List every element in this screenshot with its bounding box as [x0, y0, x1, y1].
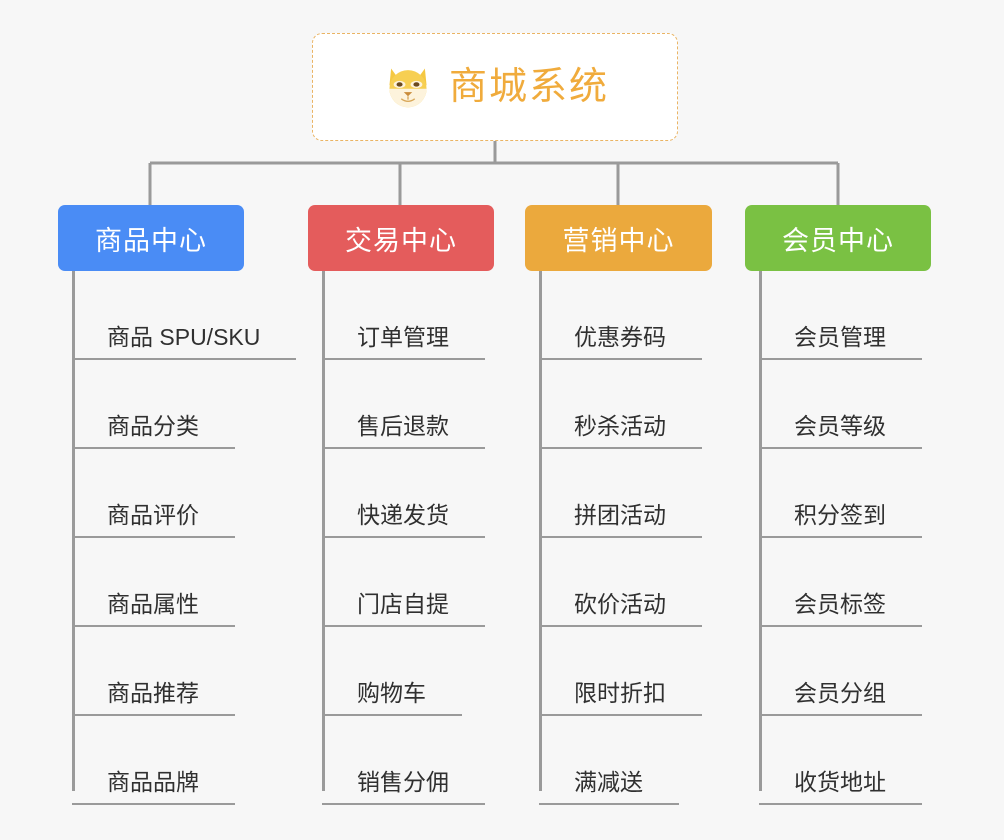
leaf-underline: 门店自提 — [322, 590, 485, 627]
leaf-label: 销售分佣 — [357, 768, 449, 795]
branch-header-2[interactable]: 交易中心 — [308, 205, 494, 271]
leaf-item[interactable]: 商品评价 — [72, 449, 244, 538]
leaf-underline: 商品品牌 — [72, 768, 235, 805]
branch-header-1[interactable]: 商品中心 — [58, 205, 244, 271]
leaf-item[interactable]: 商品品牌 — [72, 716, 244, 805]
leaf-item[interactable]: 门店自提 — [322, 538, 494, 627]
leaf-item[interactable]: 会员标签 — [759, 538, 931, 627]
leaf-label: 订单管理 — [357, 323, 449, 350]
leaf-underline: 商品推荐 — [72, 679, 235, 716]
branch-header-3[interactable]: 营销中心 — [525, 205, 712, 271]
branch-header-4[interactable]: 会员中心 — [745, 205, 931, 271]
leaf-item[interactable]: 订单管理 — [322, 271, 494, 360]
leaf-label: 商品评价 — [107, 501, 199, 528]
leaf-label: 购物车 — [357, 679, 426, 706]
leaf-underline: 限时折扣 — [539, 679, 702, 716]
leaf-underline: 购物车 — [322, 679, 462, 716]
leaf-label: 拼团活动 — [574, 501, 666, 528]
leaf-label: 会员分组 — [794, 679, 886, 706]
leaf-label: 会员标签 — [794, 590, 886, 617]
leaf-label: 收货地址 — [794, 768, 886, 795]
leaf-underline: 商品评价 — [72, 501, 235, 538]
leaf-list-3: 优惠券码 秒杀活动 拼团活动 砍价活动 限时折扣 满减送 — [539, 271, 712, 805]
leaf-label: 商品分类 — [107, 412, 199, 439]
leaf-label: 售后退款 — [357, 412, 449, 439]
leaf-item[interactable]: 购物车 — [322, 627, 494, 716]
leaf-label: 商品品牌 — [107, 768, 199, 795]
leaf-item[interactable]: 砍价活动 — [539, 538, 712, 627]
leaf-label: 积分签到 — [794, 501, 886, 528]
leaf-underline: 会员等级 — [759, 412, 922, 449]
leaf-item[interactable]: 优惠券码 — [539, 271, 712, 360]
leaf-list-2: 订单管理 售后退款 快递发货 门店自提 购物车 销售分佣 — [322, 271, 494, 805]
branch-column-4: 会员中心 会员管理 会员等级 积分签到 会员标签 会员分组 收货地址 — [745, 205, 931, 805]
leaf-label: 商品属性 — [107, 590, 199, 617]
leaf-underline: 售后退款 — [322, 412, 485, 449]
leaf-item[interactable]: 收货地址 — [759, 716, 931, 805]
leaf-label: 秒杀活动 — [574, 412, 666, 439]
leaf-list-4: 会员管理 会员等级 积分签到 会员标签 会员分组 收货地址 — [759, 271, 931, 805]
branch-column-3: 营销中心 优惠券码 秒杀活动 拼团活动 砍价活动 限时折扣 满减送 — [525, 205, 712, 805]
leaf-underline: 商品 SPU/SKU — [72, 323, 297, 360]
leaf-label: 商品推荐 — [107, 679, 199, 706]
shiba-dog-icon — [389, 68, 427, 108]
leaf-item[interactable]: 销售分佣 — [322, 716, 494, 805]
leaf-underline: 秒杀活动 — [539, 412, 702, 449]
leaf-label: 门店自提 — [357, 590, 449, 617]
leaf-label: 商品 SPU/SKU — [107, 323, 261, 350]
leaf-item[interactable]: 满减送 — [539, 716, 712, 805]
leaf-item[interactable]: 会员分组 — [759, 627, 931, 716]
leaf-underline: 商品属性 — [72, 590, 235, 627]
leaf-underline: 快递发货 — [322, 501, 485, 538]
leaf-underline: 积分签到 — [759, 501, 922, 538]
leaf-underline: 销售分佣 — [322, 768, 485, 805]
leaf-underline: 商品分类 — [72, 412, 235, 449]
leaf-label: 快递发货 — [357, 501, 449, 528]
branch-column-2: 交易中心 订单管理 售后退款 快递发货 门店自提 购物车 销售分佣 — [308, 205, 494, 805]
leaf-item[interactable]: 商品推荐 — [72, 627, 244, 716]
leaf-underline: 会员分组 — [759, 679, 922, 716]
leaf-underline: 拼团活动 — [539, 501, 702, 538]
leaf-label: 优惠券码 — [574, 323, 666, 350]
leaf-underline: 收货地址 — [759, 768, 922, 805]
leaf-item[interactable]: 限时折扣 — [539, 627, 712, 716]
leaf-item[interactable]: 积分签到 — [759, 449, 931, 538]
leaf-item[interactable]: 拼团活动 — [539, 449, 712, 538]
leaf-label: 限时折扣 — [574, 679, 666, 706]
leaf-item[interactable]: 商品属性 — [72, 538, 244, 627]
leaf-label: 满减送 — [574, 768, 643, 795]
leaf-underline: 砍价活动 — [539, 590, 702, 627]
leaf-item[interactable]: 商品分类 — [72, 360, 244, 449]
leaf-underline: 会员管理 — [759, 323, 922, 360]
leaf-item[interactable]: 商品 SPU/SKU — [72, 271, 297, 360]
root-title: 商城系统 — [448, 66, 609, 108]
leaf-item[interactable]: 售后退款 — [322, 360, 494, 449]
leaf-label: 砍价活动 — [574, 590, 666, 617]
leaf-underline: 优惠券码 — [539, 323, 702, 360]
leaf-list-1: 商品 SPU/SKU 商品分类 商品评价 商品属性 商品推荐 商品品牌 — [72, 271, 297, 805]
leaf-item[interactable]: 会员等级 — [759, 360, 931, 449]
leaf-item[interactable]: 秒杀活动 — [539, 360, 712, 449]
leaf-label: 会员管理 — [794, 323, 886, 350]
leaf-item[interactable]: 会员管理 — [759, 271, 931, 360]
leaf-underline: 会员标签 — [759, 590, 922, 627]
root-node[interactable]: 商城系统 — [312, 33, 678, 141]
leaf-underline: 订单管理 — [322, 323, 485, 360]
leaf-item[interactable]: 快递发货 — [322, 449, 494, 538]
leaf-label: 会员等级 — [794, 412, 886, 439]
leaf-underline: 满减送 — [539, 768, 679, 805]
branch-column-1: 商品中心 商品 SPU/SKU 商品分类 商品评价 商品属性 商品推荐 商品品牌 — [58, 205, 297, 805]
